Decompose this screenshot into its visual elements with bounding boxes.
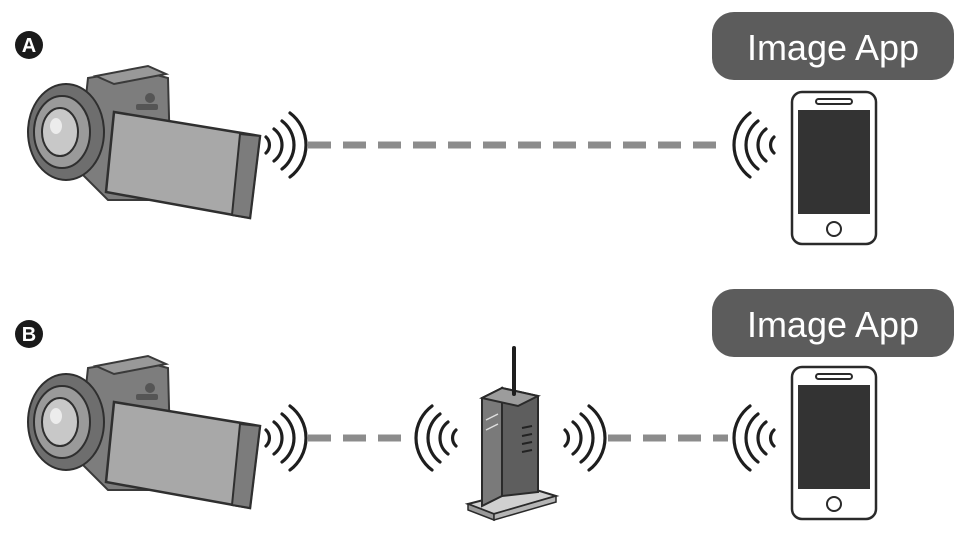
wifi-signal-icon xyxy=(264,111,308,179)
scenario-b: B Image App xyxy=(15,289,954,522)
smartphone-icon xyxy=(790,365,878,521)
wifi-signal-icon xyxy=(563,404,607,472)
scenario-b-marker-label: B xyxy=(22,324,36,346)
camcorder-icon xyxy=(26,64,262,220)
image-app-label: Image App xyxy=(747,27,919,68)
wifi-signal-icon xyxy=(264,404,308,472)
image-app-label: Image App xyxy=(747,304,919,345)
wifi-signal-icon xyxy=(414,404,458,472)
camcorder-icon xyxy=(26,354,262,510)
image-app-badge: Image App xyxy=(712,289,954,357)
scenario-a-marker-label: A xyxy=(22,35,36,57)
image-app-badge: Image App xyxy=(712,12,954,80)
wifi-signal-icon xyxy=(732,111,776,179)
wifi-signal-icon xyxy=(732,404,776,472)
scenario-b-marker: B xyxy=(15,320,43,348)
wireless-router-icon xyxy=(466,346,558,522)
scenario-a: A Image App xyxy=(15,12,954,246)
scenario-a-marker: A xyxy=(15,31,43,59)
smartphone-icon xyxy=(790,90,878,246)
